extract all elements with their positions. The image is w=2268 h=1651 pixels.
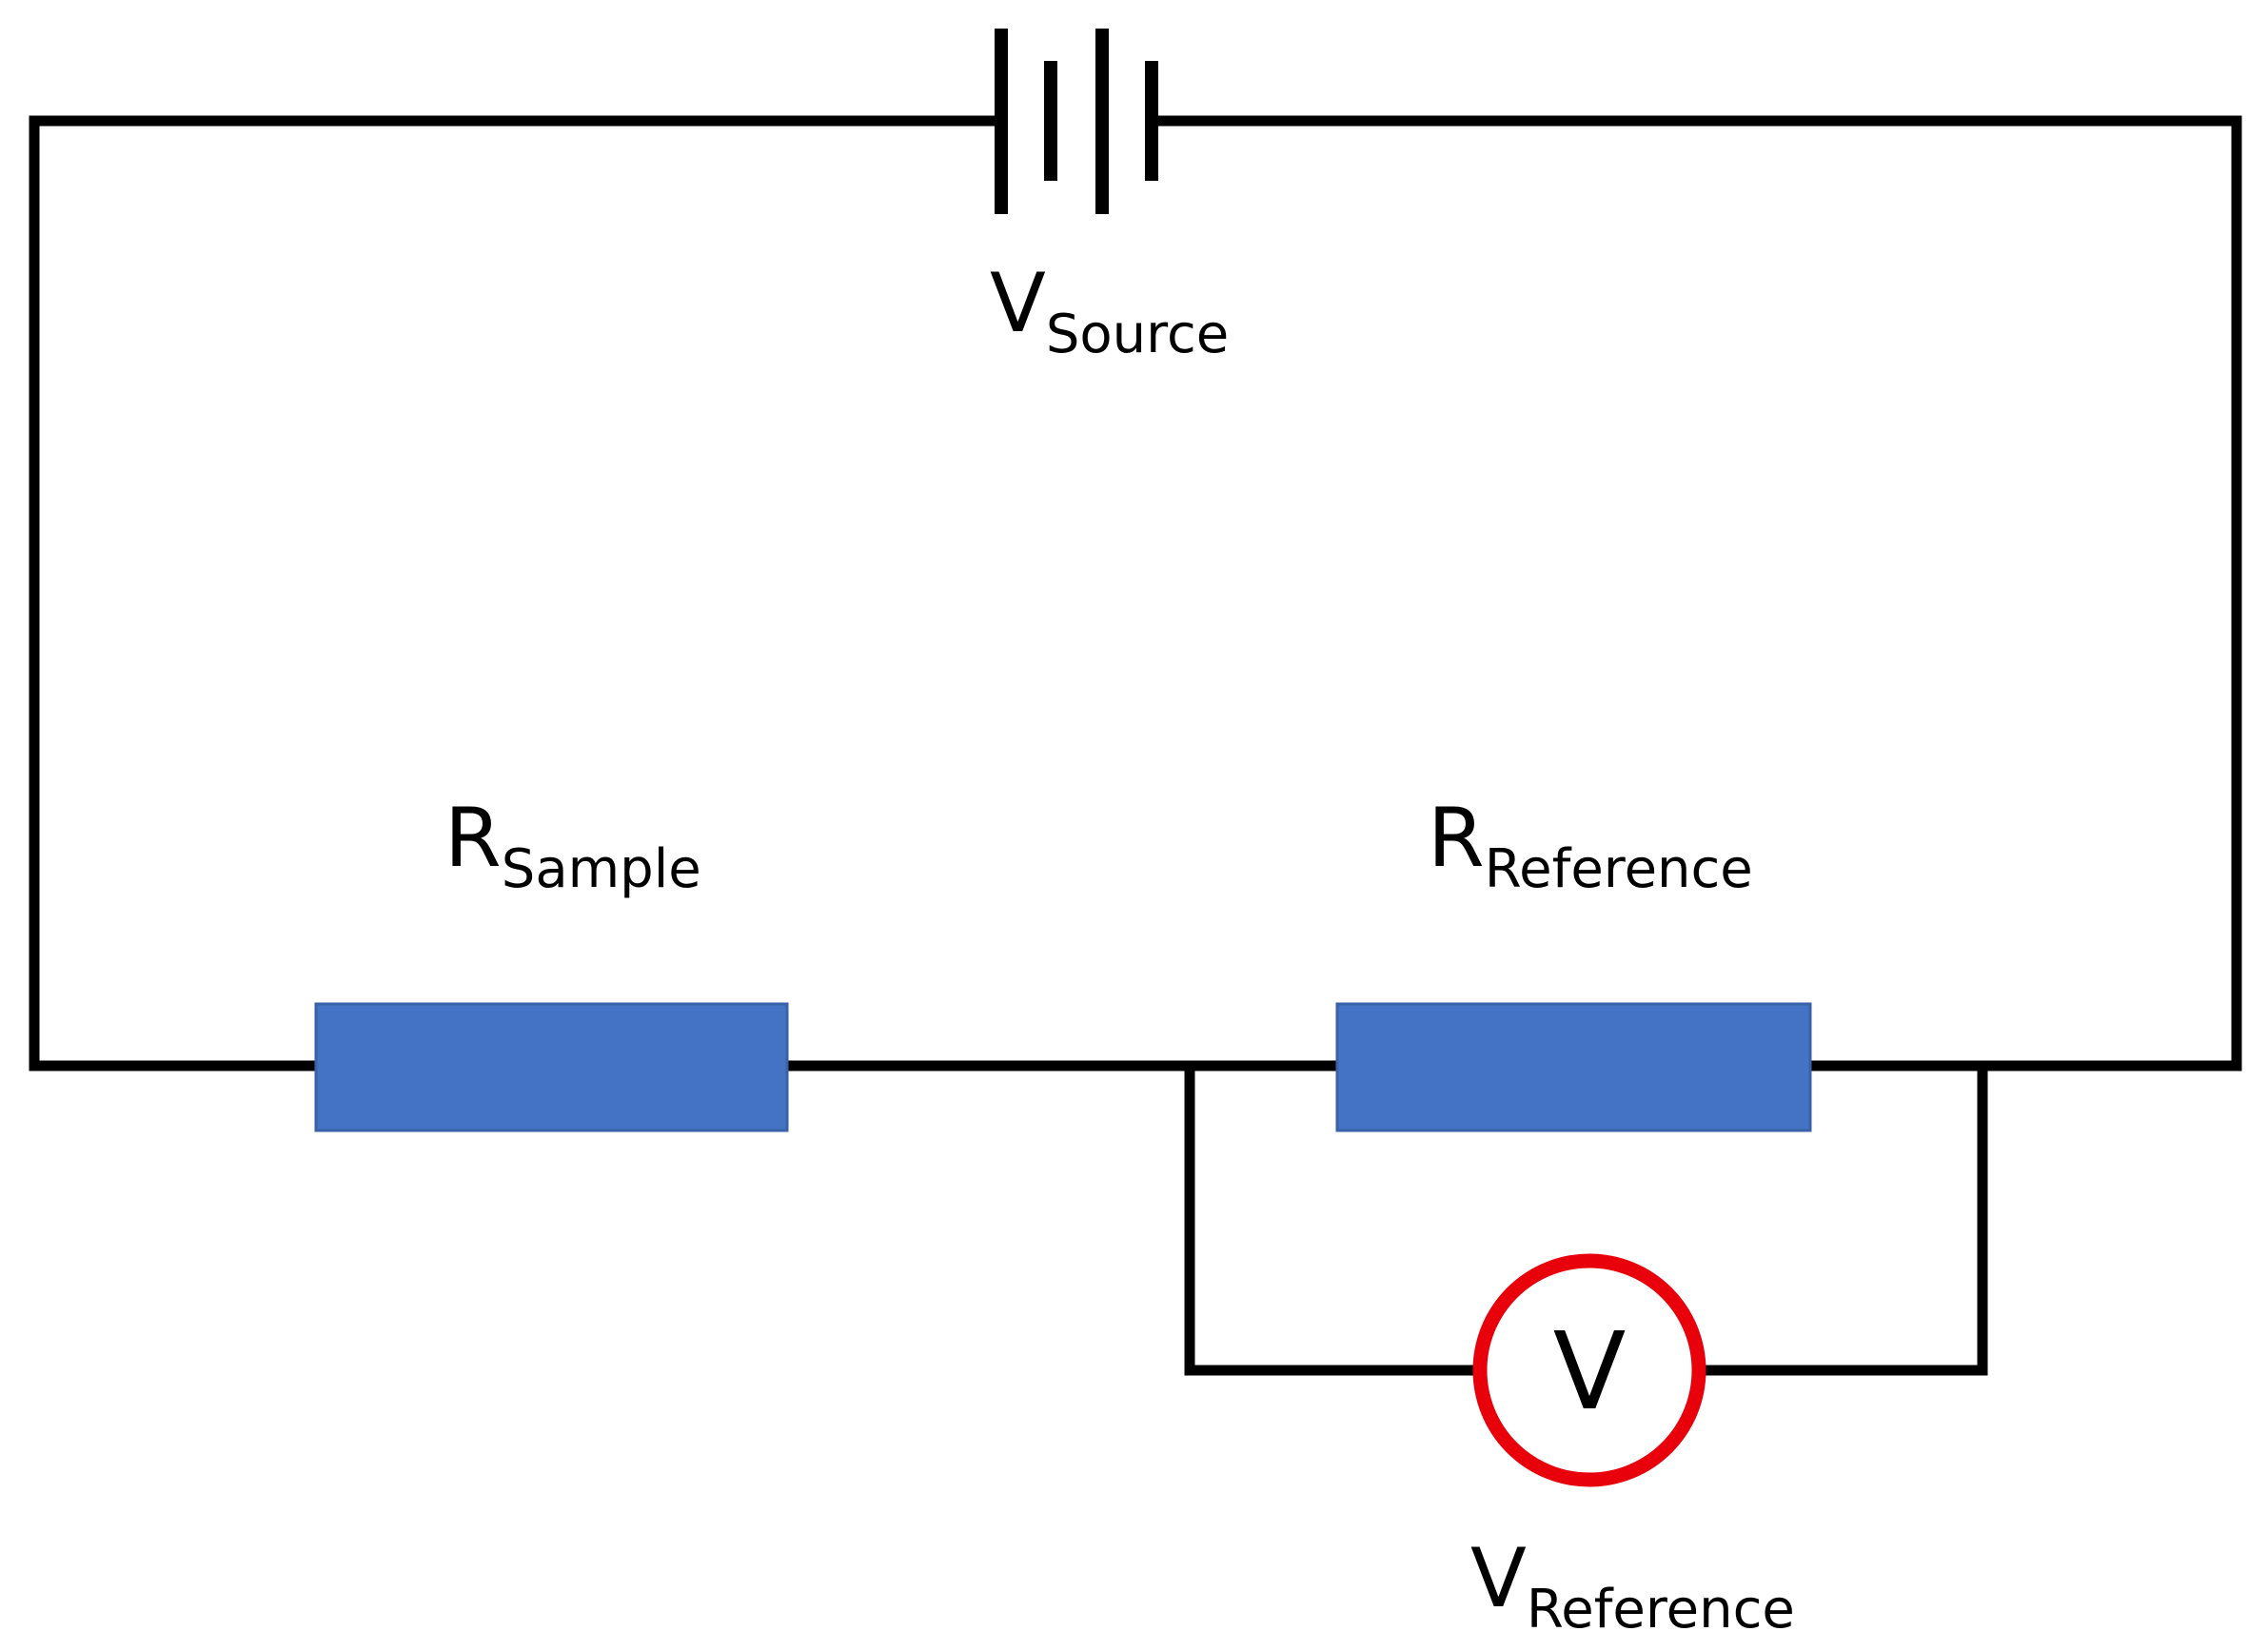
- voltmeter-branch-wires: [1184, 1060, 1988, 1376]
- voltmeter-left-wire: [1184, 1060, 1481, 1376]
- source-label-main: V: [990, 256, 1046, 351]
- source-label-sub: Source: [1046, 304, 1229, 365]
- source-label: VSource: [990, 256, 1229, 365]
- battery-icon: [995, 29, 1158, 214]
- voltmeter-label-sub: Reference: [1527, 1579, 1795, 1641]
- left-top-wire: [29, 115, 1003, 1071]
- reference-resistor: [1335, 1002, 1812, 1132]
- voltmeter-icon: V: [1472, 1253, 1706, 1487]
- sample-resistor-label: RSample: [444, 791, 701, 900]
- sample-label-main: R: [444, 791, 502, 886]
- sample-label-sub: Sample: [502, 838, 701, 900]
- sample-resistor: [314, 1002, 789, 1132]
- main-loop-wires: [29, 115, 2242, 1071]
- right-top-wire: [1148, 115, 2242, 1071]
- voltmeter-label-main: V: [1470, 1531, 1527, 1626]
- voltmeter-symbol: V: [1553, 1310, 1627, 1434]
- reference-resistor-label: RReference: [1428, 791, 1753, 900]
- voltmeter-ring: [1472, 1253, 1706, 1487]
- reference-label-main: R: [1428, 791, 1485, 886]
- voltmeter-label: VReference: [1470, 1531, 1795, 1641]
- voltmeter-right-wire: [1698, 1060, 1988, 1376]
- reference-label-sub: Reference: [1485, 838, 1753, 900]
